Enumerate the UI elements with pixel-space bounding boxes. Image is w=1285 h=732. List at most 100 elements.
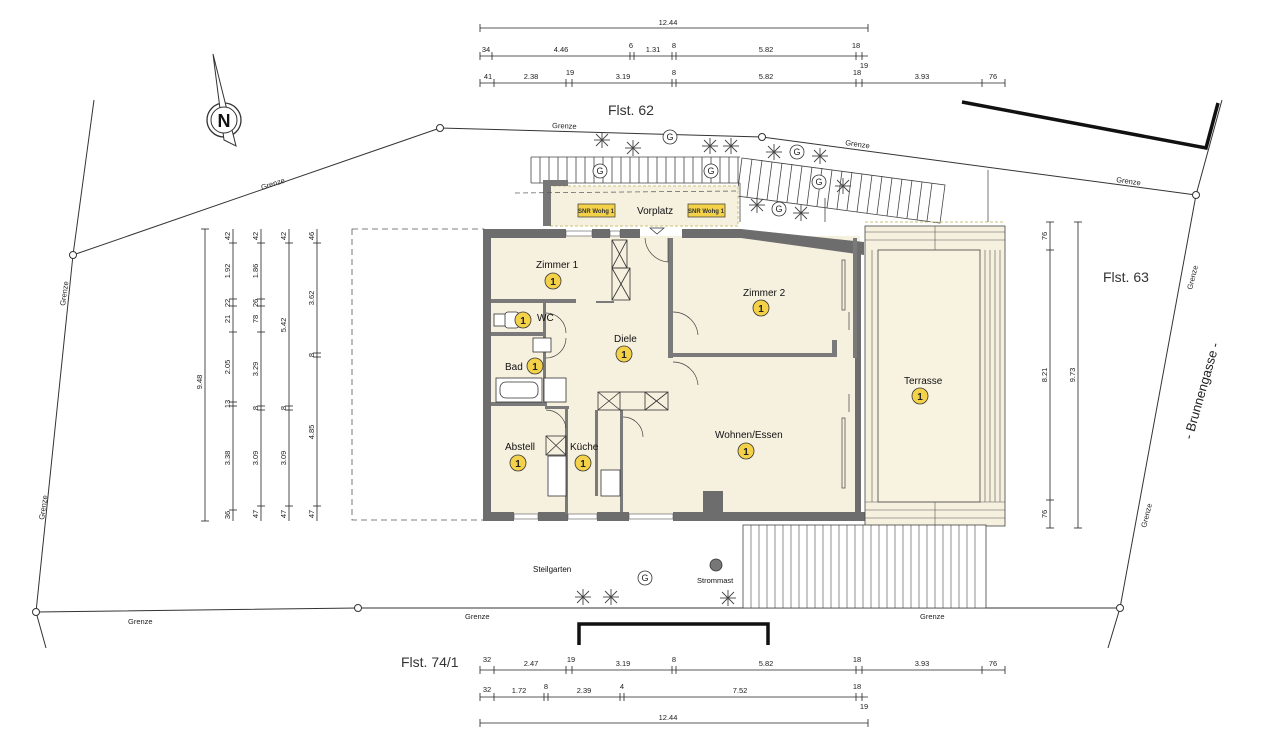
dim-label: 3.19 <box>616 659 631 668</box>
dim-label: 47 <box>251 510 260 518</box>
room-badge-number: 1 <box>515 459 521 470</box>
shrub-symbols <box>575 132 851 606</box>
svg-text:G: G <box>641 573 648 583</box>
south-deck <box>742 524 987 609</box>
dim-label: 5.82 <box>759 659 774 668</box>
north-stairs <box>530 156 946 224</box>
room-badge <box>514 311 532 329</box>
boundary-point <box>436 124 444 132</box>
dim-label: 8 <box>672 41 676 50</box>
room-name: Abstell <box>505 442 535 453</box>
dim-label: 76 <box>1040 232 1049 240</box>
svg-text:G: G <box>775 204 782 214</box>
dim-label: 26 <box>251 299 260 307</box>
interior-walls <box>491 238 857 514</box>
dim-label: 5.42 <box>279 318 288 333</box>
room-name: WC <box>537 313 554 324</box>
svg-text:G: G <box>707 166 714 176</box>
dim-label: 1.92 <box>223 264 232 279</box>
dim-label: 19 <box>566 68 574 77</box>
svg-text:G: G <box>666 132 673 142</box>
room-terrasse: Terrasse 1 <box>904 376 943 405</box>
terrace <box>864 170 1006 527</box>
dim-label: 3.09 <box>251 451 260 466</box>
tree-symbols: G G G G G G G <box>592 129 827 586</box>
room-diele: Diele 1 <box>614 334 637 363</box>
sanitary-fixtures <box>493 311 621 497</box>
plot-label-east: Flst. 63 <box>1103 269 1149 285</box>
south-boundary-line <box>35 607 1120 613</box>
room-name: Diele <box>614 334 637 345</box>
neighbour-walls <box>577 100 1220 645</box>
tree-symbol: G <box>811 174 827 190</box>
room-wohnen-essen: Wohnen/Essen 1 <box>715 430 783 460</box>
dim-label: 78 <box>251 315 260 323</box>
dim-label: 3.93 <box>915 72 930 81</box>
snr-label: SNR Wohg 1 <box>688 209 725 215</box>
west-boundary-line <box>35 99 95 649</box>
svg-text:G: G <box>793 147 800 157</box>
dim-label: 8 <box>307 353 316 357</box>
street-label: - Brunnengasse - <box>1180 341 1222 441</box>
tree-symbol: G <box>703 163 719 179</box>
dim-label: 18 <box>853 68 861 77</box>
dim-label: 8 <box>251 406 260 410</box>
dim-label: 9.73 <box>1068 368 1077 383</box>
dim-label: 3.62 <box>307 291 316 306</box>
boundary-labels: Grenze Grenze Grenze Grenze Grenze Grenz… <box>37 121 1200 626</box>
room-badge-number: 1 <box>743 447 749 458</box>
room-badge <box>574 454 592 472</box>
building <box>483 229 865 521</box>
room-bad: Bad 1 <box>505 357 544 375</box>
garden-label: Steilgarten <box>533 565 571 574</box>
snr-label: SNR Wohg 1 <box>578 209 615 215</box>
room-badge-number: 1 <box>520 316 526 327</box>
svg-text:G: G <box>596 166 603 176</box>
dim-label: 2.38 <box>524 72 539 81</box>
boundary-point <box>1192 191 1200 199</box>
dim-label: 6 <box>629 41 633 50</box>
boundary-label: Grenze <box>1116 175 1142 187</box>
tree-symbol: G <box>789 144 805 160</box>
dashed-annex-outline <box>351 228 485 521</box>
room-badge <box>615 345 633 363</box>
room-zimmer1: Zimmer 1 1 <box>536 260 579 290</box>
tree-symbol: G <box>662 129 678 145</box>
dimension-labels: 12.44 34 4.46 6 1.31 8 5.82 18 19 41 2.3… <box>195 18 1077 722</box>
room-abstell: Abstell 1 <box>505 442 535 472</box>
boundary-label: Grenze <box>1139 502 1154 528</box>
plot-label-south: Flst. 74/1 <box>401 654 459 670</box>
dim-label: 5.82 <box>759 45 774 54</box>
boundary-label: Grenze <box>465 612 490 621</box>
room-badge-number: 1 <box>532 362 538 373</box>
dim-label: 22 <box>223 299 232 307</box>
dimension-lines <box>201 24 1082 727</box>
dim-label: 13 <box>223 400 232 408</box>
room-badge-number: 1 <box>580 459 586 470</box>
boundary-point <box>758 133 766 141</box>
east-boundary-line <box>1107 99 1223 649</box>
boundary-label: Grenze <box>920 612 945 621</box>
dim-label: 19 <box>860 61 868 70</box>
room-badge <box>911 387 929 405</box>
boundary-point <box>32 608 40 616</box>
dim-label: 21 <box>223 315 232 323</box>
snr-box <box>577 203 616 218</box>
door-swings <box>545 237 699 438</box>
dim-label: 12.44 <box>659 18 678 27</box>
room-badge-number: 1 <box>917 392 923 403</box>
dim-label: 9.48 <box>195 375 204 390</box>
dim-label: 42 <box>251 232 260 240</box>
room-badge-number: 1 <box>758 304 764 315</box>
dim-label: 2.47 <box>524 659 539 668</box>
dim-label: 76 <box>1040 510 1049 518</box>
dim-label: 4 <box>620 682 624 691</box>
compass-letter: N <box>218 111 231 131</box>
boundary-label: Grenze <box>128 617 153 626</box>
power-pole-symbol <box>709 558 723 572</box>
dim-label: 19 <box>567 655 575 664</box>
room-badge <box>526 357 544 375</box>
dim-label: 7.52 <box>733 686 748 695</box>
boundary-label: Grenze <box>260 176 286 192</box>
dim-label: 8 <box>544 682 548 691</box>
